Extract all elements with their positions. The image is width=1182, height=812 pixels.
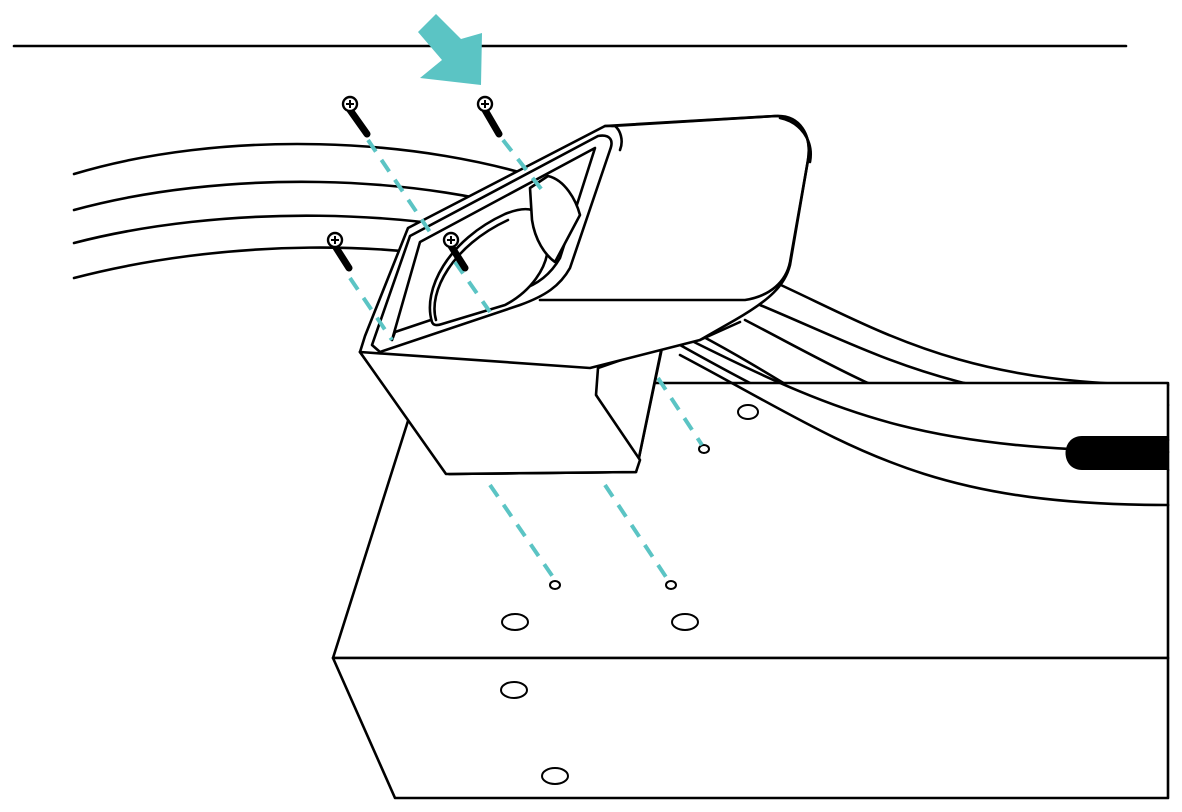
down-arrow-icon bbox=[418, 14, 482, 85]
cables-over-desk bbox=[678, 338, 1170, 507]
phillips-screw-icon bbox=[341, 95, 371, 138]
hole-large bbox=[737, 404, 759, 420]
front-hole bbox=[541, 767, 569, 785]
hole-large bbox=[671, 613, 699, 631]
phillips-screw-icon bbox=[326, 231, 353, 272]
front-holes bbox=[500, 681, 569, 785]
phillips-screw-icon bbox=[442, 231, 469, 272]
phillips-screw-icon bbox=[476, 95, 503, 138]
front-hole bbox=[500, 681, 528, 699]
hole-pilot bbox=[549, 580, 561, 590]
guide-lines-lower bbox=[488, 376, 704, 582]
hole-pilot bbox=[698, 444, 710, 454]
cable-bracket bbox=[358, 114, 812, 476]
guide-lines-upper bbox=[348, 138, 544, 342]
screws bbox=[326, 95, 503, 272]
hole-pilot bbox=[665, 580, 677, 590]
hole-large bbox=[501, 613, 529, 631]
desk-holes bbox=[501, 404, 759, 631]
